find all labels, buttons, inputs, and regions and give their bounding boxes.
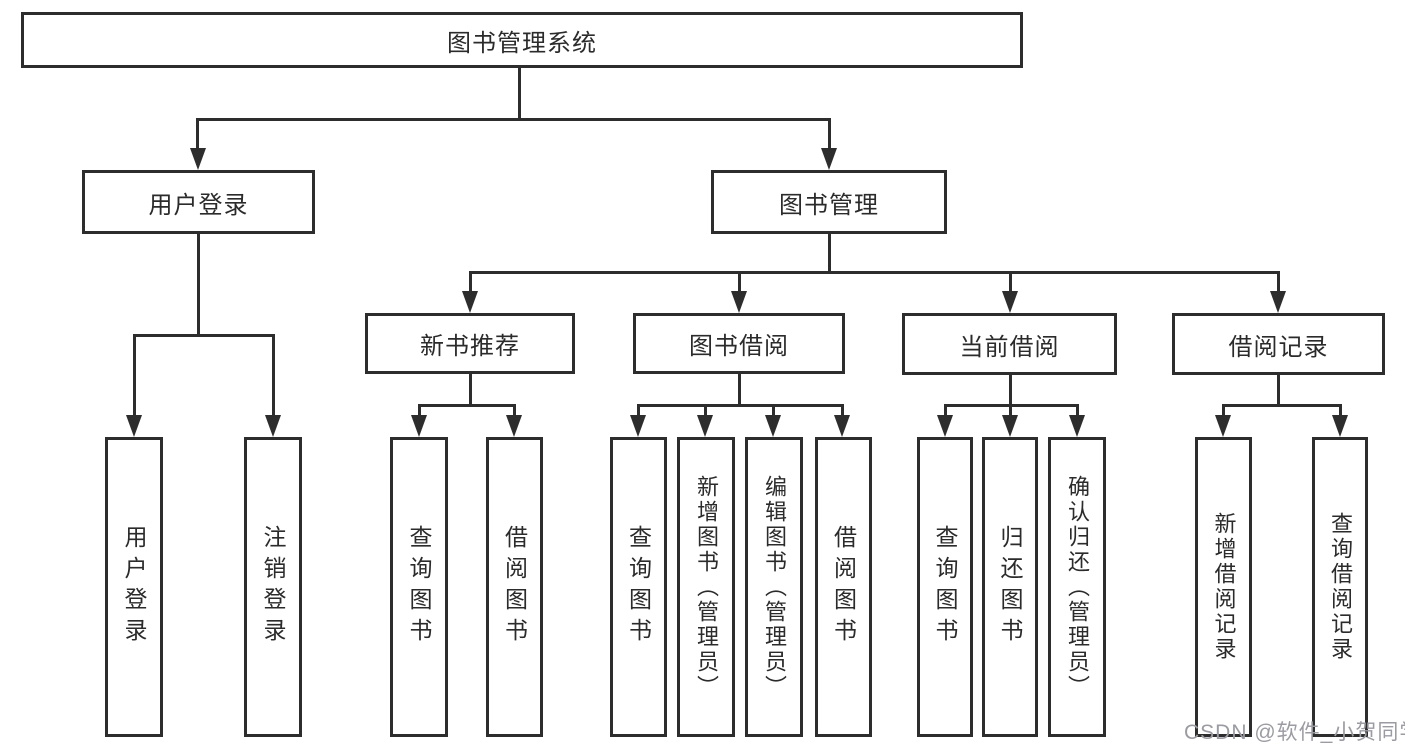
connector-arrow bbox=[1270, 291, 1286, 313]
connector-segment bbox=[704, 404, 707, 415]
connector-segment bbox=[1277, 271, 1280, 291]
connector-arrow bbox=[126, 415, 142, 437]
connector-segment bbox=[196, 118, 199, 148]
connector-segment bbox=[418, 404, 421, 415]
connector-segment bbox=[1009, 375, 1012, 404]
connector-segment bbox=[469, 374, 472, 404]
connector-arrow bbox=[265, 415, 281, 437]
connector-arrow bbox=[1069, 415, 1085, 437]
connector-segment bbox=[197, 234, 200, 334]
connector-arrow bbox=[697, 415, 713, 437]
leaf-query-borrow-record: 查询借阅记录 bbox=[1312, 437, 1368, 737]
connector-arrow bbox=[190, 148, 206, 170]
leaf-current-query-books: 查询图书 bbox=[917, 437, 973, 737]
node-borrowing-records: 借阅记录 bbox=[1172, 313, 1385, 375]
connector-segment bbox=[418, 404, 516, 407]
connector-segment bbox=[133, 334, 275, 337]
connector-segment bbox=[1076, 404, 1079, 415]
connector-segment bbox=[772, 404, 775, 415]
node-book-management: 图书管理 bbox=[711, 170, 947, 234]
node-current-borrowing: 当前借阅 bbox=[902, 313, 1117, 375]
connector-segment bbox=[828, 118, 831, 148]
connector-arrow bbox=[462, 291, 478, 313]
node-user-login: 用户登录 bbox=[82, 170, 315, 234]
connector-segment bbox=[469, 271, 1279, 274]
leaf-recommend-query-books: 查询图书 bbox=[390, 437, 448, 737]
leaf-logout: 注销登录 bbox=[244, 437, 302, 737]
connector-segment bbox=[944, 404, 947, 415]
connector-segment bbox=[513, 404, 516, 415]
leaf-recommend-borrow-books: 借阅图书 bbox=[486, 437, 543, 737]
connector-segment bbox=[1222, 404, 1342, 407]
connector-segment bbox=[1222, 404, 1225, 415]
connector-segment bbox=[469, 271, 472, 291]
connector-arrow bbox=[821, 148, 837, 170]
connector-segment bbox=[272, 334, 275, 415]
connector-segment bbox=[637, 404, 640, 415]
connector-segment bbox=[1339, 404, 1342, 415]
connector-segment bbox=[828, 234, 831, 271]
connector-arrow bbox=[731, 291, 747, 313]
connector-arrow bbox=[1002, 415, 1018, 437]
connector-arrow bbox=[1332, 415, 1348, 437]
connector-segment bbox=[637, 404, 844, 407]
leaf-confirm-return-admin: 确认归还（管理员） bbox=[1048, 437, 1106, 737]
csdn-watermark: CSDN @软件_小贺同学 bbox=[1184, 721, 1405, 744]
leaf-borrowing-query-books: 查询图书 bbox=[610, 437, 667, 737]
connector-segment bbox=[518, 68, 521, 118]
node-new-book-recommend: 新书推荐 bbox=[365, 313, 575, 374]
leaf-add-books-admin: 新增图书（管理员） bbox=[677, 437, 735, 737]
node-library-system: 图书管理系统 bbox=[21, 12, 1023, 68]
connector-arrow bbox=[834, 415, 850, 437]
connector-segment bbox=[738, 271, 741, 291]
connector-arrow bbox=[937, 415, 953, 437]
connector-arrow bbox=[1215, 415, 1231, 437]
connector-segment bbox=[133, 334, 136, 415]
connector-segment bbox=[196, 118, 831, 121]
leaf-borrowing-borrow-books: 借阅图书 bbox=[815, 437, 872, 737]
connector-segment bbox=[738, 374, 741, 404]
node-book-borrowing: 图书借阅 bbox=[633, 313, 845, 374]
connector-arrow bbox=[411, 415, 427, 437]
leaf-add-borrow-record: 新增借阅记录 bbox=[1195, 437, 1252, 737]
connector-arrow bbox=[765, 415, 781, 437]
leaf-return-books: 归还图书 bbox=[982, 437, 1038, 737]
connector-segment bbox=[1009, 404, 1012, 415]
connector-segment bbox=[1009, 271, 1012, 291]
connector-arrow bbox=[630, 415, 646, 437]
connector-segment bbox=[1277, 375, 1280, 404]
leaf-user-login: 用户登录 bbox=[105, 437, 163, 737]
connector-arrow bbox=[1002, 291, 1018, 313]
connector-arrow bbox=[506, 415, 522, 437]
connector-segment bbox=[841, 404, 844, 415]
leaf-edit-books-admin: 编辑图书（管理员） bbox=[745, 437, 803, 737]
